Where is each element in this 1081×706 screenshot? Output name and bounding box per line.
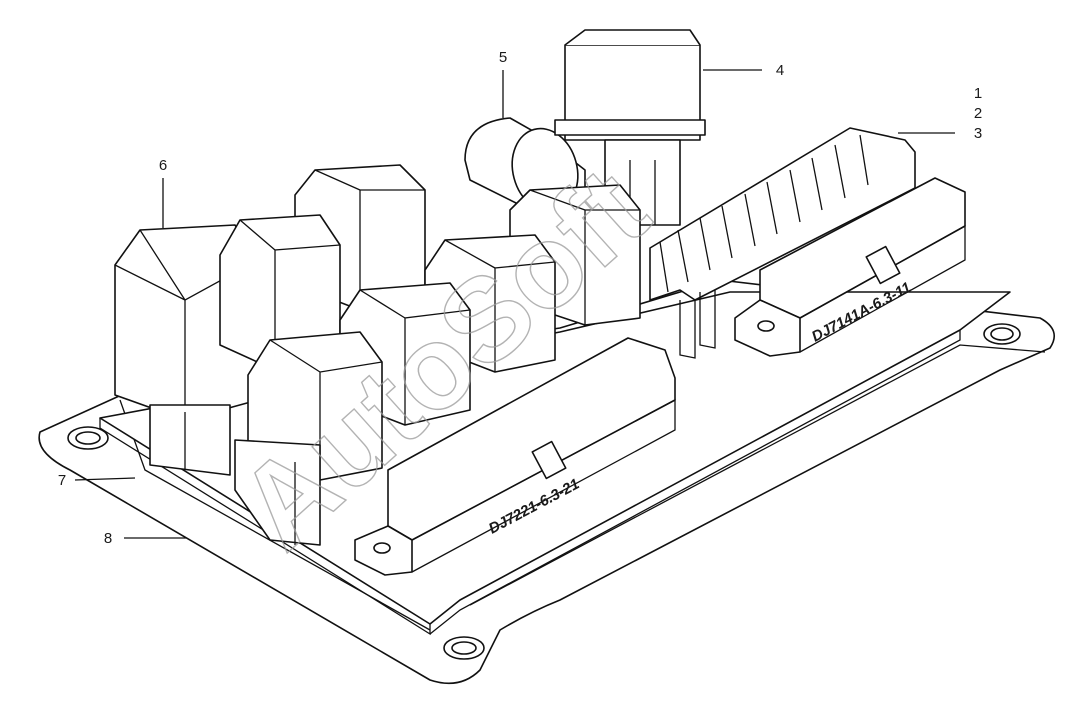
callout-5: 5 [499,49,507,66]
leader-lines [74,69,955,539]
callout-2: 2 [974,105,982,122]
callout-4: 4 [776,62,784,79]
relay-4 [554,29,706,226]
callout-8: 8 [104,530,112,547]
callout-1: 1 [974,85,982,102]
callout-6: 6 [159,157,167,174]
callout-3: 3 [974,125,982,142]
relay-front [234,331,383,546]
fuse-row [649,127,916,359]
callout-7: 7 [58,472,66,489]
